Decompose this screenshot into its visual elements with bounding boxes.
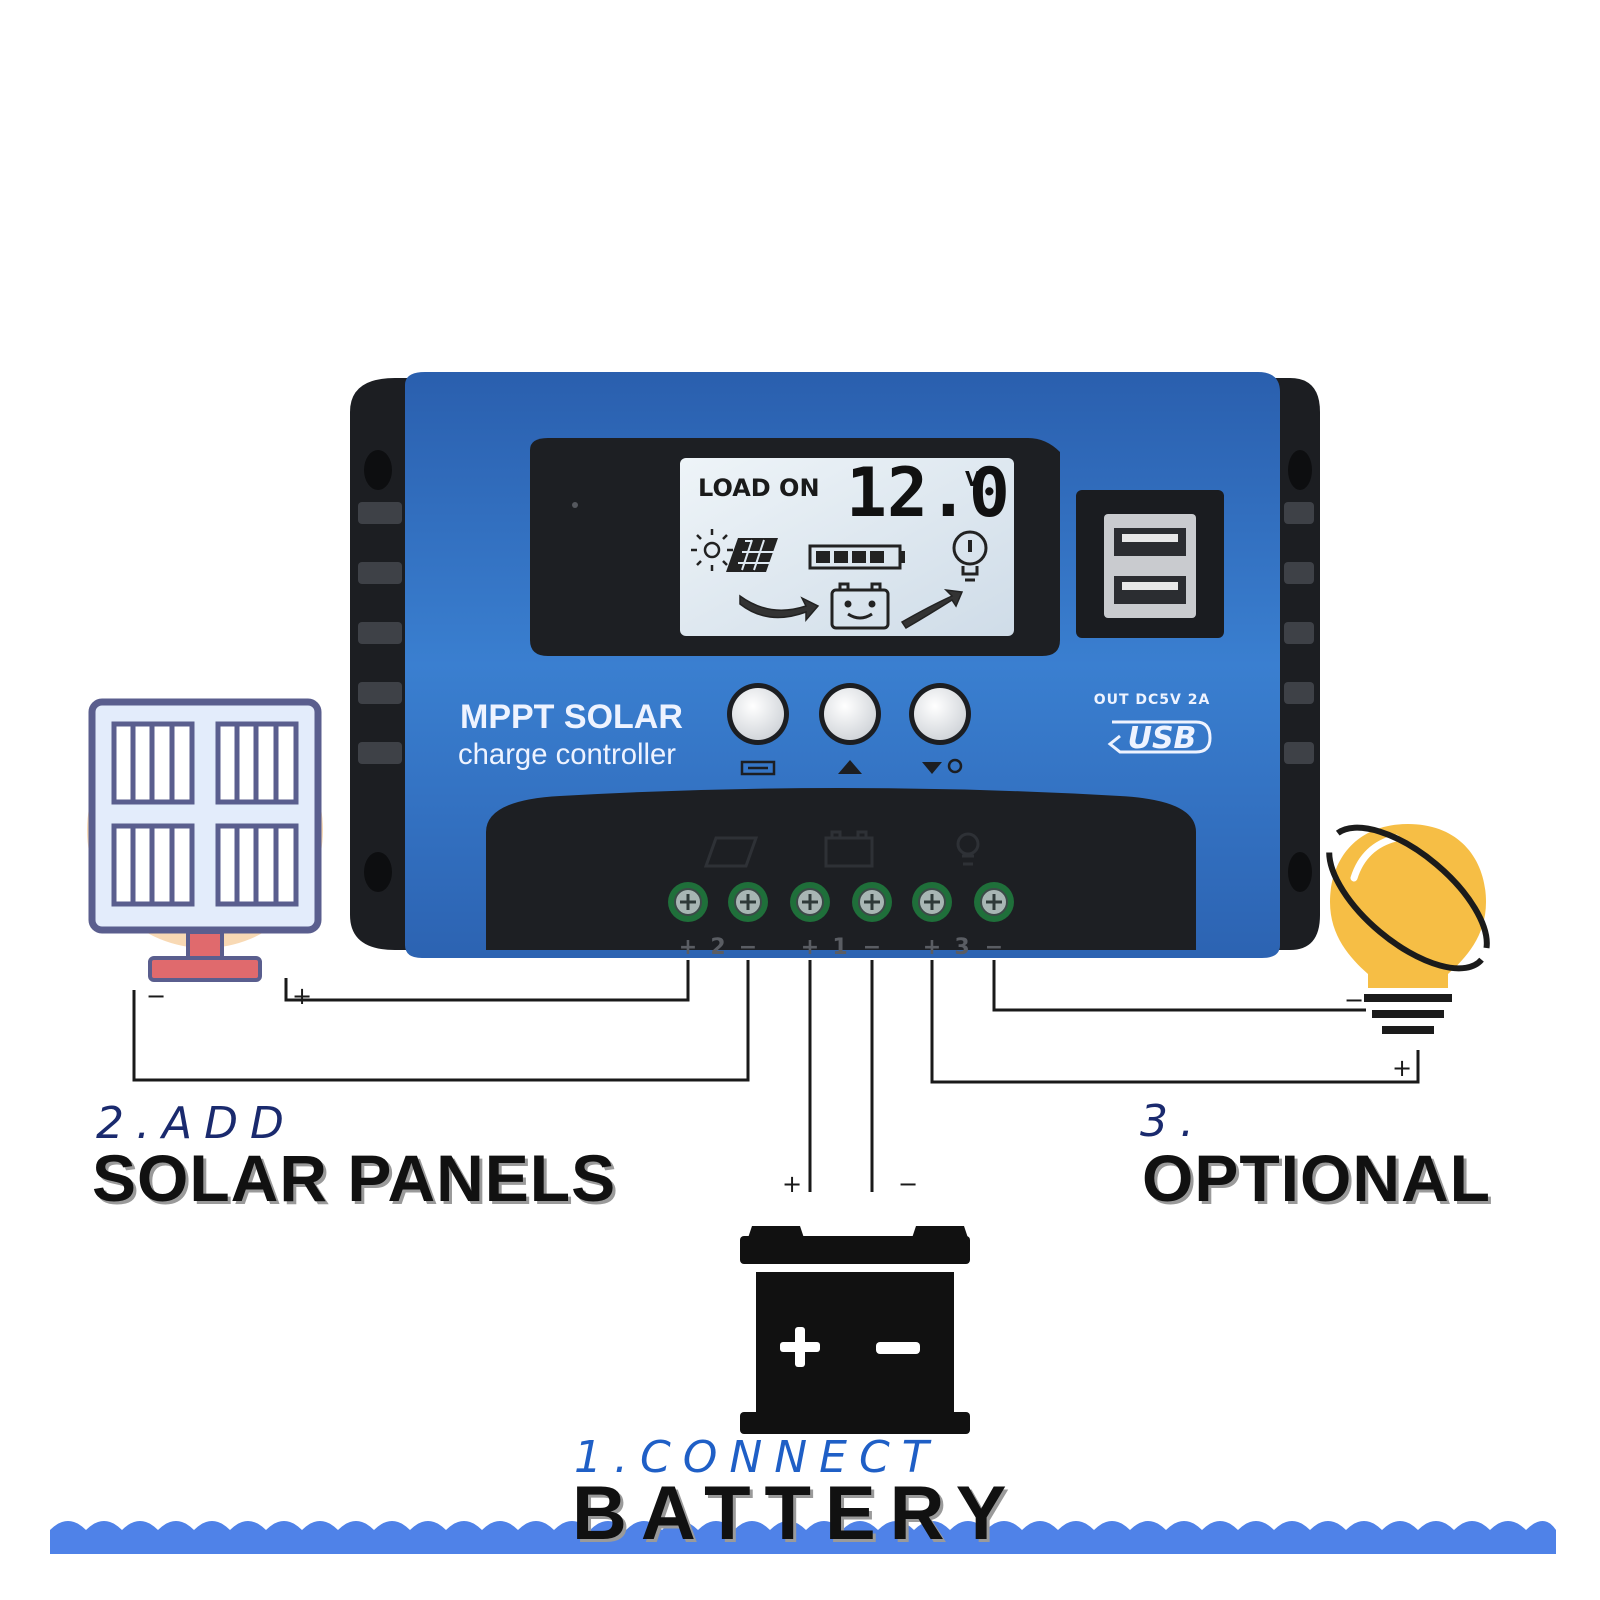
up-icon bbox=[838, 760, 862, 774]
load-minus-mark: − bbox=[1344, 986, 1364, 1014]
terminal-mark: − bbox=[985, 935, 1003, 960]
terminal-screw[interactable] bbox=[852, 882, 892, 922]
light-bulb-icon bbox=[1326, 824, 1490, 1034]
battery-minus-mark: − bbox=[898, 1170, 918, 1198]
terminal-bulb-icon bbox=[956, 832, 980, 866]
terminal-marks: +2−+1−+3− bbox=[679, 935, 1003, 960]
terminal-mark: − bbox=[739, 935, 757, 960]
solar-plus-mark: + bbox=[292, 982, 312, 1010]
terminal-battery-icon bbox=[824, 830, 874, 868]
terminal-mark: 1 bbox=[832, 935, 847, 960]
load-plus-mark: + bbox=[1392, 1054, 1412, 1082]
mount-hole bbox=[1288, 450, 1312, 490]
terminal-panel-icon bbox=[703, 836, 759, 868]
load-minus-wire bbox=[992, 960, 1366, 1012]
lcd-unit: V bbox=[965, 467, 981, 491]
charge-controller: LOAD ON 12.0 V bbox=[350, 372, 1320, 960]
load-plus-wire bbox=[930, 960, 1420, 1084]
usb-label: USB bbox=[1128, 721, 1197, 756]
terminal-mark: + bbox=[801, 935, 819, 960]
left-vents bbox=[358, 502, 402, 764]
lcd-arrow-right-icon bbox=[900, 588, 964, 630]
wire-polarity-labels: − + + − − + bbox=[146, 982, 1412, 1198]
solar-minus-wire bbox=[132, 960, 750, 1082]
lcd-voltage: 12.0 bbox=[846, 454, 1010, 533]
lcd-battery-face-icon bbox=[830, 582, 890, 630]
terminal-screw[interactable] bbox=[728, 882, 768, 922]
solar-panel-icon bbox=[87, 698, 323, 982]
terminal-screw[interactable] bbox=[790, 882, 830, 922]
menu-button[interactable] bbox=[727, 683, 789, 745]
usb-spec-label: OUT DC5V 2A bbox=[1094, 692, 1211, 708]
terminal-mark: − bbox=[863, 935, 881, 960]
down-load-icon bbox=[922, 758, 963, 774]
lcd-arrow-left-icon bbox=[739, 594, 820, 623]
battery-level-icon bbox=[808, 544, 905, 570]
lcd-status: LOAD ON bbox=[698, 474, 820, 502]
step-optional-label: 3. bbox=[1140, 1096, 1206, 1147]
usb-port[interactable] bbox=[1076, 490, 1224, 638]
terminal-block bbox=[486, 788, 1196, 950]
menu-icon bbox=[740, 760, 776, 776]
solar-plus-wire bbox=[284, 960, 690, 1002]
solar-minus-mark: − bbox=[146, 982, 166, 1010]
terminal-screw[interactable] bbox=[974, 882, 1014, 922]
mount-hole bbox=[364, 852, 392, 892]
usb-icon: USB bbox=[1107, 720, 1212, 756]
terminal-screw[interactable] bbox=[668, 882, 708, 922]
battery-title: BATTERY bbox=[572, 1471, 1021, 1556]
wave-border bbox=[50, 1521, 1556, 1554]
brand-line-2: charge controller bbox=[458, 738, 676, 771]
terminal-mark: 3 bbox=[954, 935, 969, 960]
terminal-mark: + bbox=[923, 935, 941, 960]
terminal-mark: + bbox=[679, 935, 697, 960]
terminal-mark: 2 bbox=[710, 935, 725, 960]
battery-plus-mark: + bbox=[782, 1170, 802, 1198]
optional-title: OPTIONAL bbox=[1142, 1141, 1491, 1215]
sun-icon bbox=[691, 529, 733, 571]
lcd-solar-panel-icon bbox=[726, 538, 778, 572]
solar-panels-title: SOLAR PANELS bbox=[92, 1141, 617, 1215]
step-battery-label: 1.CONNECT bbox=[574, 1432, 941, 1483]
battery-icon bbox=[740, 1226, 970, 1434]
terminal-screws bbox=[668, 882, 1014, 922]
up-button[interactable] bbox=[819, 683, 881, 745]
right-vents bbox=[1284, 502, 1314, 764]
down-load-button[interactable] bbox=[909, 683, 971, 745]
terminal-screw[interactable] bbox=[912, 882, 952, 922]
lcd-bulb-icon bbox=[952, 530, 988, 582]
brand-line-1: MPPT SOLAR bbox=[460, 698, 683, 736]
mount-hole bbox=[364, 450, 392, 490]
mount-hole bbox=[1288, 852, 1312, 892]
wires bbox=[132, 960, 1420, 1192]
step-solar-label: 2.ADD bbox=[96, 1098, 296, 1149]
